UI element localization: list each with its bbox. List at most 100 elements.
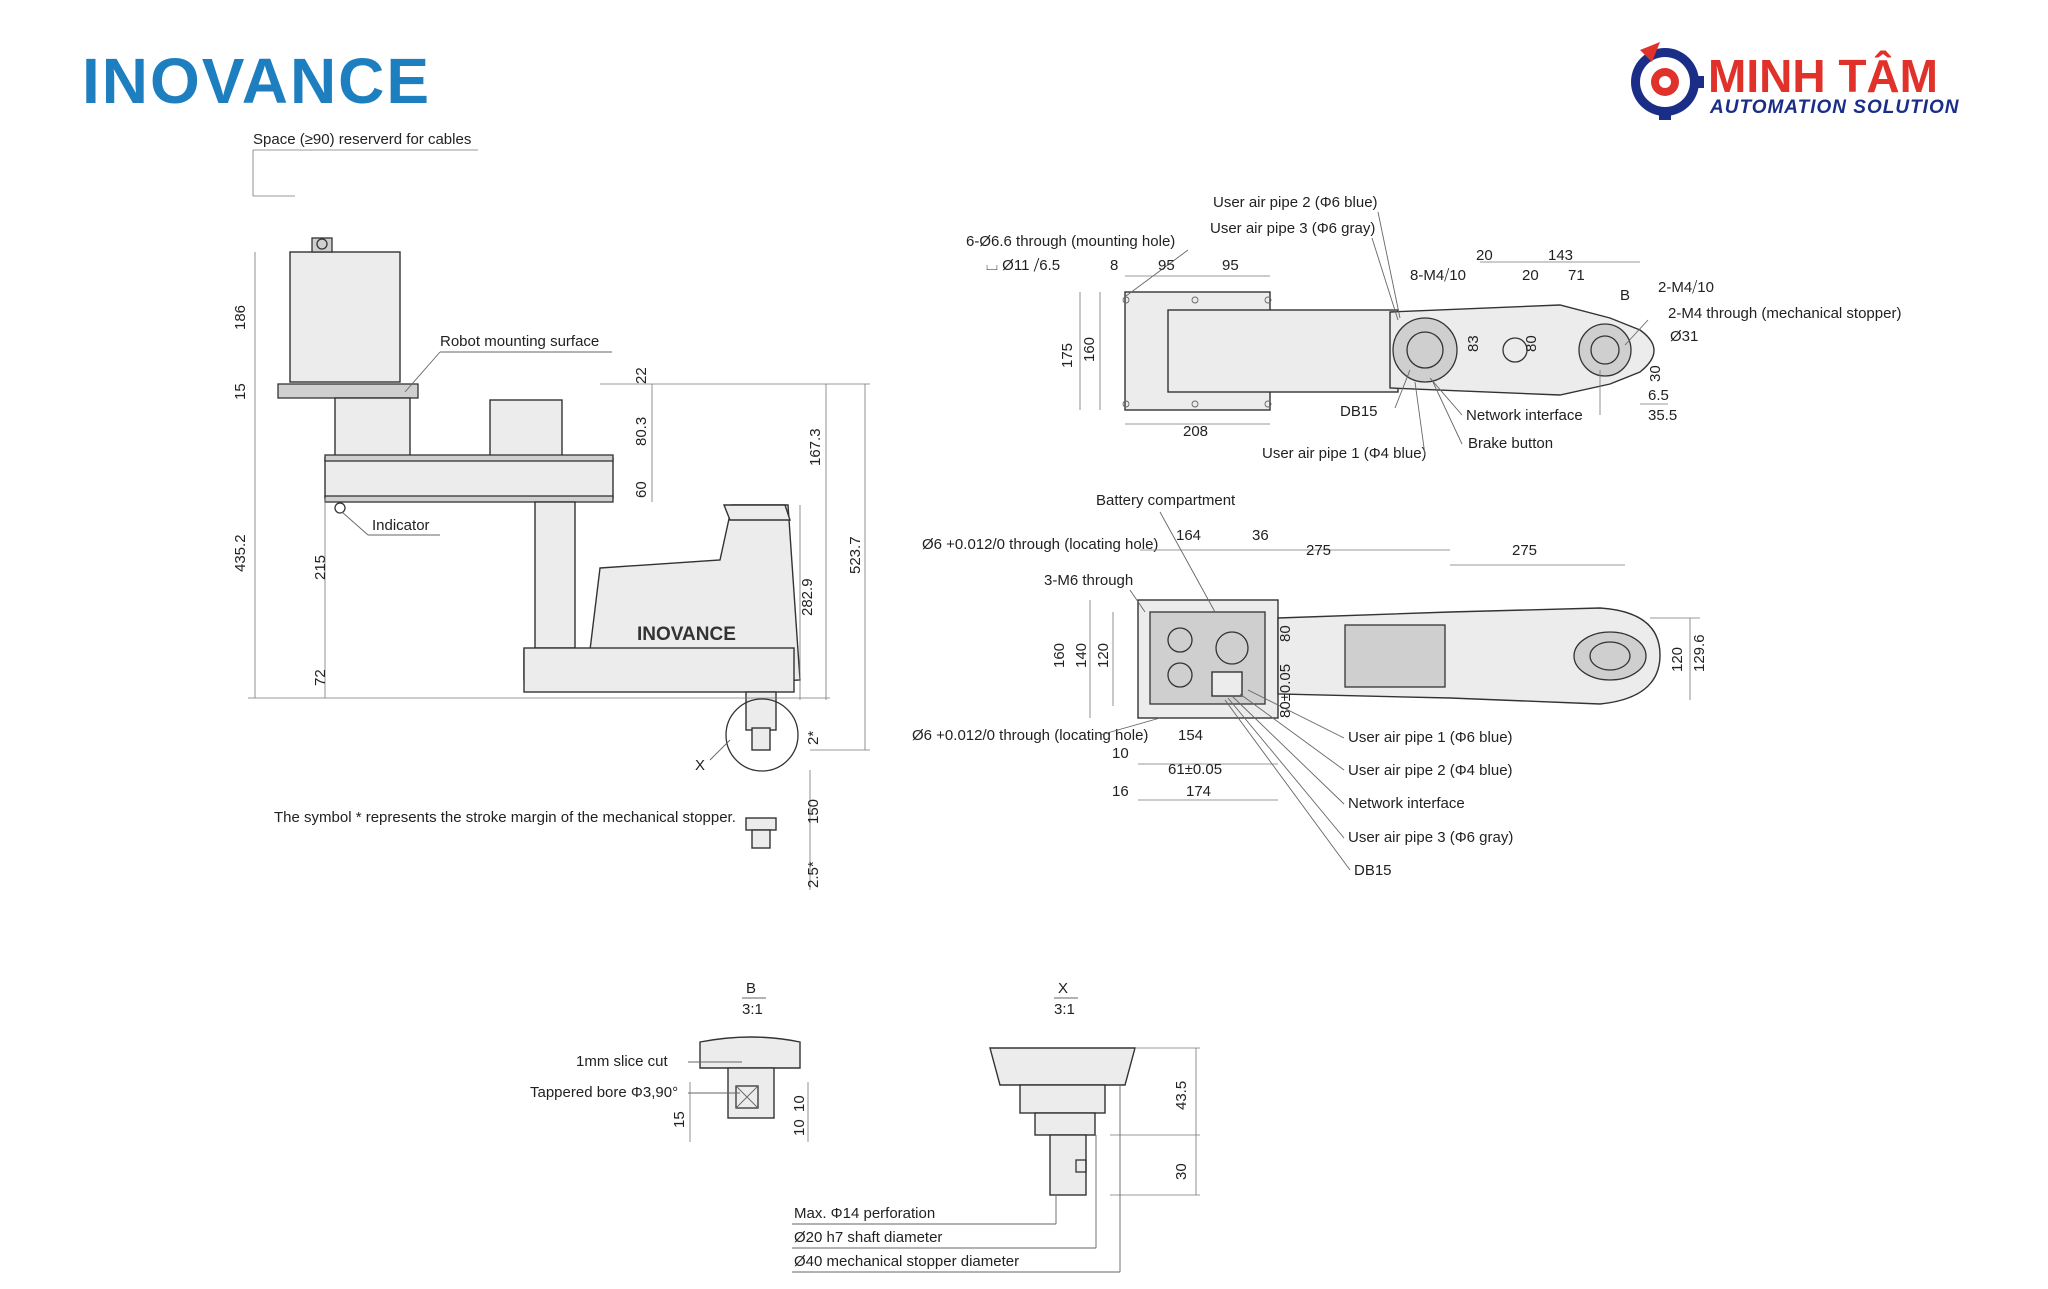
drawing-label: 174 <box>1186 783 1211 800</box>
drawing-label: 95 <box>1158 257 1175 274</box>
drawing-label: 435.2 <box>232 534 249 572</box>
robot-body-logo: INOVANCE <box>637 624 736 645</box>
drawing-label: X <box>1058 980 1068 997</box>
drawing-label: 120 <box>1095 643 1112 668</box>
drawing-label: 80 <box>1277 625 1294 642</box>
drawing-label: 30 <box>1647 365 1664 382</box>
drawing-label: 35.5 <box>1648 407 1677 424</box>
drawing-label: 129.6 <box>1691 634 1708 672</box>
drawing-label: User air pipe 1 (Φ6 blue) <box>1348 729 1513 746</box>
drawing-label: Network interface <box>1466 407 1583 424</box>
drawing-label: 2-M4 through (mechanical stopper) <box>1668 305 1901 322</box>
drawing-label: User air pipe 1 (Φ4 blue) <box>1262 445 1427 462</box>
drawing-label: 215 <box>312 555 329 580</box>
drawing-label: 10 <box>791 1095 808 1112</box>
drawing-label: 208 <box>1183 423 1208 440</box>
drawing-label: Ø20 h7 shaft diameter <box>794 1229 942 1246</box>
drawing-label: User air pipe 2 (Φ6 blue) <box>1213 194 1378 211</box>
x-mark: X <box>695 757 705 774</box>
minh-tam-tagline: AUTOMATION SOLUTION <box>1709 97 1960 118</box>
drawing-label: 6.5 <box>1648 387 1669 404</box>
drawing-label: 186 <box>232 305 249 330</box>
drawing-label: Ø6 +0.012/0 through (locating hole) <box>922 536 1158 553</box>
drawing-label: 20 <box>1476 247 1493 264</box>
drawing-label: 2-M4⧸10 <box>1658 279 1714 296</box>
cable-space-label: Space (≥90) reserverd for cables <box>253 131 471 148</box>
drawing-label: 61±0.05 <box>1168 761 1222 778</box>
drawing-label: 95 <box>1222 257 1239 274</box>
drawing-label: 6-Ø6.6 through (mounting hole) <box>966 233 1175 250</box>
gear-icon <box>1631 42 1704 120</box>
drawing-label: 72 <box>312 669 329 686</box>
drawing-label: User air pipe 3 (Φ6 gray) <box>1348 829 1513 846</box>
drawing-label: 150 <box>805 799 822 824</box>
drawing-label: 80.3 <box>633 417 650 446</box>
drawing-label: Ø40 mechanical stopper diameter <box>794 1253 1019 1270</box>
drawing-label: 15 <box>671 1111 688 1128</box>
inovance-logo: INOVANCE <box>82 45 431 117</box>
drawing-label: 3-M6 through <box>1044 572 1133 589</box>
stroke-note: The symbol * represents the stroke margi… <box>274 809 736 826</box>
drawing-label: 30 <box>1173 1163 1190 1180</box>
drawing-label: 282.9 <box>799 578 816 616</box>
drawing-label: 16 <box>1112 783 1129 800</box>
drawing-label: 1mm slice cut <box>576 1053 669 1070</box>
drawing-label: 8-M4⧸10 <box>1410 267 1466 284</box>
drawing-label: Max. Φ14 perforation <box>794 1205 935 1222</box>
indicator-label: Indicator <box>372 517 430 534</box>
drawing-label: 60 <box>633 481 650 498</box>
drawing-label: Brake button <box>1468 435 1553 452</box>
top-arm <box>1389 304 1655 396</box>
drawing-label: B <box>746 980 756 997</box>
drawing-label: 140 <box>1073 643 1090 668</box>
drawing-label: 120 <box>1669 647 1686 672</box>
drawing-label: 10 <box>1112 745 1129 762</box>
drawing-label: 15 <box>232 383 249 400</box>
drawing-label: 36 <box>1252 527 1269 544</box>
drawing-label: 80±0.05 <box>1277 664 1294 718</box>
drawing-label: 3:1 <box>742 1001 763 1018</box>
drawing-label: DB15 <box>1354 862 1392 879</box>
drawing-label: 143 <box>1548 247 1573 264</box>
drawing-label: 2* <box>805 731 822 745</box>
drawing-label: DB15 <box>1340 403 1378 420</box>
drawing-label: Tappered bore Φ3,90° <box>530 1084 678 1101</box>
drawing-label: 10 <box>791 1119 808 1136</box>
mounting-flange <box>277 383 419 399</box>
drawing-label: 2.5* <box>805 861 822 888</box>
drawing-label: 80 <box>1523 335 1540 352</box>
side-view: Space (≥90) reserverd for cables INOVANC… <box>232 131 870 890</box>
detail-b: B 3:1 1mm slice cut Tappered bore Φ3,90°… <box>530 980 809 1142</box>
minh-tam-logo: MINH TÂM AUTOMATION SOLUTION <box>1631 42 1960 120</box>
drawing-label: 20 <box>1522 267 1539 284</box>
drawing-label: 275 <box>1306 542 1331 559</box>
bottom-view: Battery compartment Ø6 +0.012/0 through … <box>912 492 1708 879</box>
drawing-label: 71 <box>1568 267 1585 284</box>
mounting-surface-label: Robot mounting surface <box>440 333 599 350</box>
drawing-label: 43.5 <box>1173 1081 1190 1110</box>
drawing-label: User air pipe 3 (Φ6 gray) <box>1210 220 1375 237</box>
drawing-label: 160 <box>1051 643 1068 668</box>
top-view: User air pipe 2 (Φ6 blue) User air pipe … <box>966 194 1901 462</box>
drawing-label: Network interface <box>1348 795 1465 812</box>
detail-x: X 3:1 43.5 30 Max. Φ14 perforation Ø20 h… <box>792 980 1200 1273</box>
drawing-label: 160 <box>1081 337 1098 362</box>
drawing-label: Ø31 <box>1670 328 1698 345</box>
drawing-label: 22 <box>633 367 650 384</box>
drawing-label: 523.7 <box>847 536 864 574</box>
drawing-label: B <box>1620 287 1630 304</box>
drawing-label: Ø6 +0.012/0 through (locating hole) <box>912 727 1148 744</box>
drawing-label: ⌴ Ø11 ⧸6.5 <box>986 257 1060 274</box>
drawing-label: Battery compartment <box>1096 492 1236 509</box>
arm-1 <box>324 457 614 499</box>
minh-tam-name: MINH TÂM <box>1708 50 1938 102</box>
drawing-label: 8 <box>1110 257 1118 274</box>
drawing-label: 83 <box>1465 335 1482 352</box>
drawing-label: User air pipe 2 (Φ4 blue) <box>1348 762 1513 779</box>
drawing-label: 164 <box>1176 527 1201 544</box>
drawing-label: 167.3 <box>807 428 824 466</box>
drawing-label: 275 <box>1512 542 1537 559</box>
drawing-label: 154 <box>1178 727 1203 744</box>
base-motor-housing <box>289 251 401 383</box>
